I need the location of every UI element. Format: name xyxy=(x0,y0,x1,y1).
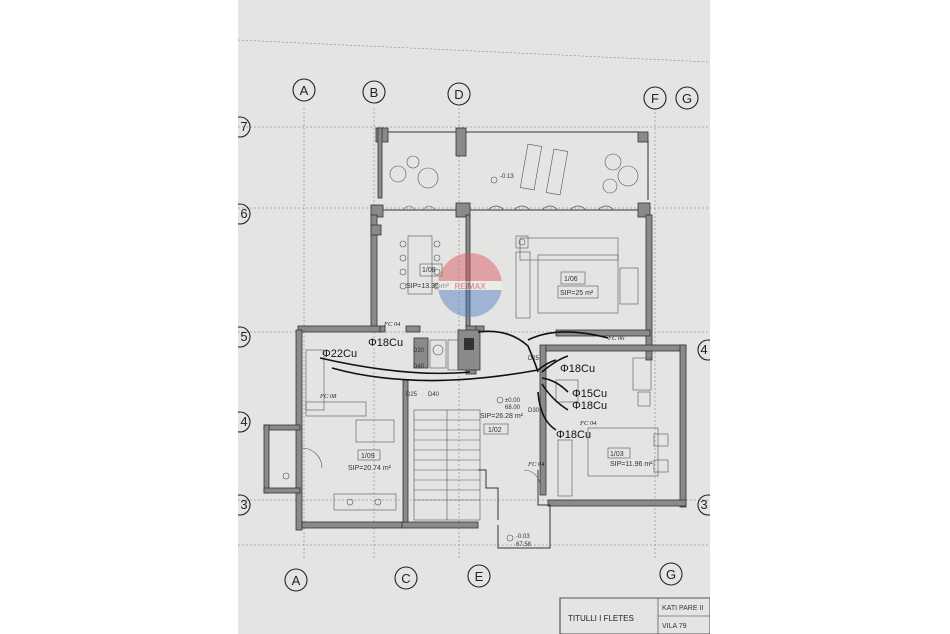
pipe-routes xyxy=(319,330,609,431)
room-id-1-02: 1/02 xyxy=(488,427,502,434)
svg-text:3: 3 xyxy=(240,497,247,512)
room-area-1-08: SIP=13.36 m² xyxy=(406,283,450,290)
svg-text:B: B xyxy=(370,85,379,100)
floor-plan: A B D F G A C E G 7 6 5 4 3 4 3 -0.13 xyxy=(238,39,710,634)
svg-text:3: 3 xyxy=(700,497,707,512)
pipe-label: Φ18Cu xyxy=(556,429,591,441)
svg-text:D40: D40 xyxy=(428,392,440,398)
grid-bubble-left-6: 6 xyxy=(238,203,251,225)
grid-bubble-left-4: 4 xyxy=(238,411,251,433)
svg-text:D30: D30 xyxy=(528,408,540,414)
level-entry: -0.03 xyxy=(516,534,530,540)
svg-text:D: D xyxy=(454,87,463,102)
walls-upper xyxy=(370,202,653,361)
grid-bubble-top-d: D xyxy=(447,82,471,106)
grid-bubble-left-7: 7 xyxy=(238,116,251,138)
level-hall-abs: 68.00 xyxy=(505,405,521,411)
terrace: -0.13 xyxy=(375,127,649,200)
drawing-sheet: A B D F G A C E G 7 6 5 4 3 4 3 -0.13 xyxy=(238,0,710,634)
svg-text:C: C xyxy=(401,571,410,586)
watermark-logo: RE/MAX xyxy=(438,253,502,317)
fc-label: FC 04 xyxy=(383,321,401,328)
grid-bubble-right-4: 4 xyxy=(697,339,710,361)
fc-label: FC 06 xyxy=(607,335,625,342)
title-block: TITULLI I FLETES KATI PARE II VILA 79 xyxy=(559,597,710,634)
room-id-1-03: 1/03 xyxy=(610,451,624,458)
svg-text:G: G xyxy=(682,91,692,106)
room-living: 1/06 SIP=25 m² xyxy=(515,235,639,319)
level-hall: ±0.00 xyxy=(505,398,521,404)
room-area-1-02: SIP=26.28 m² xyxy=(480,413,524,420)
grid-bubble-left-5: 5 xyxy=(238,326,251,348)
grid-bubble-bottom-a: A xyxy=(284,568,308,592)
title-block-floor: KATI PARE II xyxy=(662,605,703,612)
grid-bubble-top-b: B xyxy=(362,80,386,104)
fan-coil-labels: FC 04 FC 06 FC 08 FC 04 FC 04 xyxy=(319,321,625,468)
svg-text:4: 4 xyxy=(240,414,247,429)
room-area-1-09: SIP=20.74 m² xyxy=(348,465,392,472)
grid-bubble-right-3: 3 xyxy=(697,494,710,516)
room-area-1-03: SIP=11.96 m² xyxy=(610,461,653,468)
grid-bubble-top-f: F xyxy=(643,86,667,110)
room-area-1-06: SIP=25 m² xyxy=(560,290,594,297)
svg-text:E: E xyxy=(475,569,484,584)
svg-text:D20: D20 xyxy=(413,348,425,354)
room-kitchen: 1/09 SIP=20.74 m² xyxy=(282,349,397,511)
pipe-label: Φ18Cu xyxy=(572,400,607,412)
title-block-label: TITULLI I FLETES xyxy=(568,614,634,623)
svg-text:7: 7 xyxy=(240,119,247,134)
fc-label: FC 04 xyxy=(579,420,597,427)
kitchen-core xyxy=(413,329,481,371)
svg-text:D40: D40 xyxy=(413,364,425,370)
grid-bubble-bottom-g: G xyxy=(659,562,683,586)
room-id-1-06: 1/06 xyxy=(564,276,578,283)
walls-middle xyxy=(263,325,687,531)
grid-bubble-top-g: G xyxy=(675,86,699,110)
svg-text:RE/MAX: RE/MAX xyxy=(454,282,486,291)
svg-text:A: A xyxy=(292,573,301,588)
level-terrace: -0.13 xyxy=(500,174,514,180)
pipe-label: Φ18Cu xyxy=(560,363,595,375)
room-dining: 1/08 SIP=13.36 m² xyxy=(399,235,450,295)
grid-bubble-bottom-e: E xyxy=(467,564,491,588)
svg-text:G: G xyxy=(666,567,676,582)
fc-label: FC 08 xyxy=(319,393,337,400)
pipe-label: Φ15Cu xyxy=(572,388,607,400)
level-entry-abs: 67.58 xyxy=(516,542,532,548)
fc-label: FC 04 xyxy=(527,461,545,468)
pipe-labels: Φ22Cu Φ18Cu Φ18Cu Φ15Cu Φ18Cu Φ18Cu xyxy=(322,337,607,441)
pipe-label: Φ18Cu xyxy=(368,337,403,349)
grid-bubble-top-a: A xyxy=(292,78,316,102)
grid-bubble-left-3: 3 xyxy=(238,494,251,516)
pipe-label: Φ22Cu xyxy=(322,348,357,360)
svg-text:4: 4 xyxy=(700,342,707,357)
entrance: -0.03 67.58 xyxy=(478,469,551,549)
room-bedroom: 1/03 SIP=11.96 m² xyxy=(555,357,669,497)
grid-bubble-bottom-c: C xyxy=(394,566,418,590)
svg-text:D25: D25 xyxy=(406,392,418,398)
svg-text:F: F xyxy=(651,91,659,106)
svg-text:A: A xyxy=(300,83,309,98)
room-id-1-08: 1/08 xyxy=(422,267,436,274)
staircase xyxy=(413,409,481,521)
room-id-1-09: 1/09 xyxy=(361,453,375,460)
svg-text:6: 6 xyxy=(240,206,247,221)
title-block-villa: VILA 79 xyxy=(662,623,687,630)
svg-text:5: 5 xyxy=(240,329,247,344)
room-hall: ±0.00 68.00 SIP=26.28 m² 1/02 xyxy=(480,396,524,435)
